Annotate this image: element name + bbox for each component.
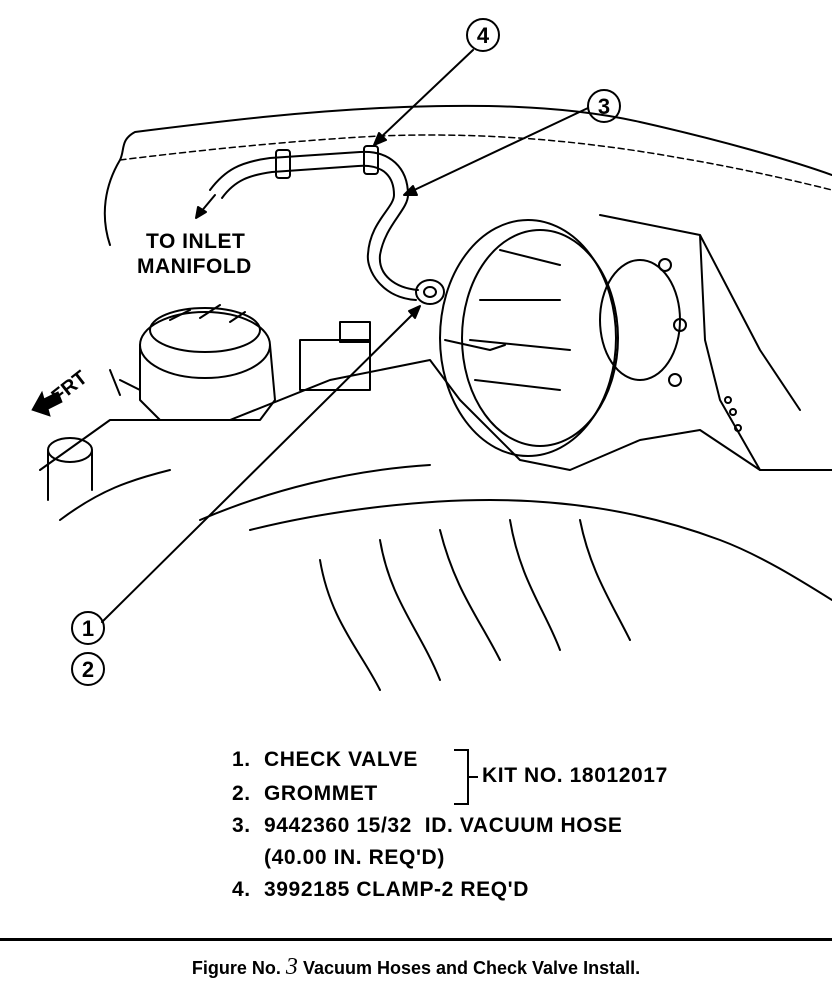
throttle-body-top <box>149 307 261 353</box>
legend-item-3-continued: (40.00 IN. REQ'D) <box>232 846 445 870</box>
bracket-hole-2 <box>729 408 737 416</box>
front-arrow <box>31 390 63 417</box>
caption-divider <box>0 938 832 941</box>
sensor-block-small <box>339 321 371 343</box>
throttle-detail <box>109 304 246 396</box>
legend-item-2: 2. GROMMET <box>232 782 378 806</box>
callout-2-circle <box>71 652 105 686</box>
brake-booster-rim <box>461 229 619 447</box>
manifold-runners <box>319 519 631 691</box>
leader-3-arrowhead <box>403 185 418 196</box>
callout-4: 4 <box>477 23 490 48</box>
leader-1 <box>101 311 416 623</box>
booster-ribs <box>469 249 571 391</box>
firewall <box>599 214 801 471</box>
check-valve <box>415 279 445 305</box>
throttle-body-base <box>139 344 276 421</box>
legend-item-1-num: 1. <box>232 748 251 771</box>
leader-4-arrowhead <box>373 132 387 146</box>
hood-outline <box>103 104 832 246</box>
callout-4-circle <box>466 18 500 52</box>
legend-item-4: 4. 3992185 CLAMP-2 REQ'D <box>232 878 529 902</box>
filler-neck <box>47 437 93 463</box>
mount-bolt-1 <box>658 258 672 272</box>
caption-prefix: Figure No. <box>191 958 281 978</box>
legend-item-1: 1. CHECK VALVE <box>232 748 418 772</box>
legend-item-4-text: 3992185 CLAMP-2 REQ'D <box>264 878 530 901</box>
hood-dashed-line <box>119 134 832 191</box>
master-cylinder-mount <box>599 259 681 381</box>
throttle-body <box>139 311 271 379</box>
filler-neck-body <box>47 449 93 501</box>
valve-cover-lines <box>59 464 431 521</box>
callout-1: 1 <box>82 616 94 641</box>
legend-item-4-num: 4. <box>232 878 251 901</box>
callout-3: 3 <box>598 94 610 119</box>
bracket-hole-1 <box>724 396 732 404</box>
bracket-hole-3 <box>734 424 742 432</box>
mount-bolt-2 <box>673 318 687 332</box>
callout-3-circle <box>587 89 621 123</box>
parts-legend: 1. CHECK VALVE 2. GROMMET 3. 9442360 15/32 … <box>232 748 752 908</box>
vacuum-hose-diagram: 4 3 1 2 TO INLET MANIFOLD FRT <box>31 18 832 691</box>
legend-item-2-text: GROMMET <box>264 782 378 805</box>
callout-2: 2 <box>82 657 94 682</box>
callout-1-circle <box>71 611 105 645</box>
figure-caption: Figure No. 3 Vacuum Hoses and Check Valv… <box>0 954 832 981</box>
brake-booster <box>439 219 617 457</box>
legend-item-3-num: 3. <box>232 814 251 837</box>
hose-clamp-1 <box>275 149 291 179</box>
caption-figure-number: 3 <box>285 954 298 980</box>
mount-bolt-3 <box>668 373 682 387</box>
check-valve-inner <box>423 286 437 298</box>
booster-pushrod <box>444 339 506 351</box>
kit-bracket <box>454 749 478 805</box>
kit-number: KIT NO. 18012017 <box>482 764 668 787</box>
legend-item-3b-text: (40.00 IN. REQ'D) <box>264 846 445 869</box>
legend-item-2-num: 2. <box>232 782 251 805</box>
legend-item-3-text: 9442360 15/32 ID. VACUUM HOSE <box>264 814 623 837</box>
caption-title: Vacuum Hoses and Check Valve Install. <box>302 958 641 978</box>
leader-3 <box>409 107 589 193</box>
hose-clamp-2 <box>363 145 379 175</box>
vacuum-hose-inner <box>221 164 417 301</box>
engine-block-outline <box>249 499 832 601</box>
legend-item-1-text: CHECK VALVE <box>264 748 418 771</box>
leader-4 <box>377 49 474 141</box>
inlet-arrowhead <box>195 206 207 219</box>
inlet-label-line2: MANIFOLD <box>137 255 252 278</box>
legend-item-3: 3. 9442360 15/32 ID. VACUUM HOSE <box>232 814 622 838</box>
inlet-label-line1: TO INLET <box>146 230 245 253</box>
sensor-block <box>299 339 371 391</box>
leader-1-arrowhead <box>408 305 421 319</box>
